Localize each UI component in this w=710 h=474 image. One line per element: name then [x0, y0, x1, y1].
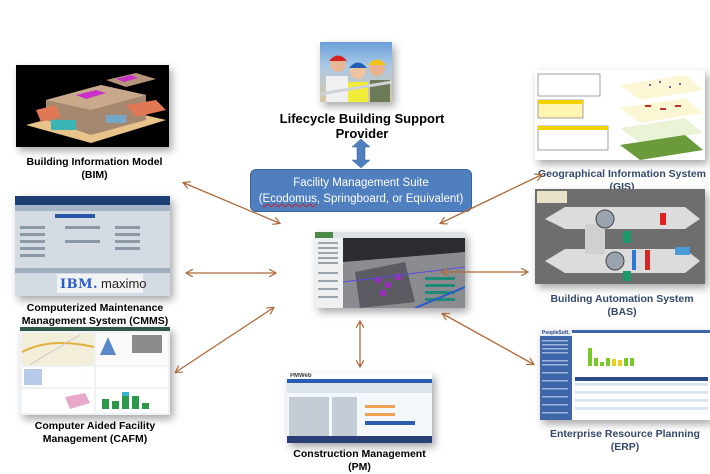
suite-line1: Facility Management Suite	[293, 177, 429, 189]
gis-layers-image	[535, 70, 705, 160]
provider-suite-connector-arrow	[351, 138, 371, 169]
bas-label: Building Automation System (BAS)	[550, 293, 694, 318]
bim-label: Building Information Model (BIM)	[26, 156, 163, 181]
cmms-maximo-image: IBM.maximo	[15, 196, 170, 296]
bim-image	[16, 65, 169, 147]
center-3d-viewer-image	[315, 232, 465, 308]
bas-hvac-image	[535, 189, 705, 284]
arrow-erp	[443, 314, 533, 364]
facility-management-suite-box: Facility Management Suite (Ecodomus, Spr…	[250, 169, 472, 212]
spellcheck-word: Ecodomus	[262, 193, 317, 205]
peoplesoft-logo: PeopleSoft.	[542, 330, 570, 336]
erp-peoplesoft-image: PeopleSoft.	[540, 330, 710, 420]
suite-line2: (Ecodomus, Springboard, or Equivalent)	[258, 193, 464, 205]
cafm-dashboard-image	[20, 327, 170, 415]
arrow-cafm	[176, 308, 273, 372]
erp-label: Enterprise Resource Planning (ERP)	[550, 428, 700, 453]
maximo-logo: IBM.maximo	[60, 276, 147, 292]
pmweb-logo: PMWeb	[290, 373, 312, 379]
provider-title: Lifecycle Building Support Provider	[279, 111, 445, 141]
provider-photo	[320, 42, 392, 102]
pm-label: Construction Management (PM)	[293, 448, 426, 473]
pm-screen-image: PMWeb	[287, 373, 432, 443]
